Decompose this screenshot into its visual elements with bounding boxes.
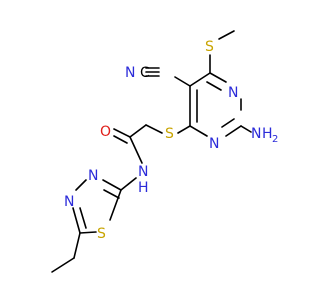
bond-ring-c6-n1-double: [206, 81, 222, 91]
bond-co-nh: [129, 136, 143, 164]
atom-amide-n: N: [138, 164, 148, 180]
bond-c-o-double: [113, 135, 128, 144]
atom-carbonyl-o: O: [100, 124, 111, 140]
bond-t-s-c2: [109, 189, 122, 221]
bond-c2-nh2: [240, 125, 252, 133]
atom-amide-h: H: [138, 180, 149, 196]
atom-amino-h: H: [262, 126, 273, 142]
bond-t-c2-n3-double: [103, 189, 120, 199]
atom-methylthio-s: S: [205, 39, 214, 55]
bond-t-n4-c5: [72, 207, 81, 234]
bond-ring-c5-c6: [189, 72, 211, 87]
bond-ring-c6-n1: [209, 72, 227, 83]
bond-nh-c2t: [120, 177, 137, 191]
bond-c-o: [113, 128, 131, 138]
bond-ring-c2-n3-double: [221, 118, 235, 128]
atom-amino-h-count: 2: [272, 134, 278, 145]
atom-ring-n-bottom: N: [209, 136, 219, 152]
atom-amino-n: N: [251, 126, 261, 142]
structure-svg: C N S N N H 2 N S O N H N N S: [51, 30, 278, 273]
bond-ring-n3-c4: [189, 125, 208, 137]
atom-thiadiazole-n1: N: [88, 168, 98, 184]
atom-nitrile-n: N: [125, 65, 135, 81]
bond-t-n4-c5-double: [79, 207, 87, 229]
bond-ring-c2-n3: [225, 125, 242, 137]
molecule-diagram: C N S N N H 2 N S O N H N N S: [51, 30, 278, 273]
bond-s-ch2: [145, 124, 163, 134]
bond-ch2-co: [129, 124, 147, 138]
bond-c4-s: [177, 125, 191, 134]
atom-thiadiazole-n2: N: [64, 194, 74, 210]
bond-t-c2-n3: [102, 179, 122, 191]
bonds: [51, 30, 252, 273]
bond-ch2-ch3: [51, 257, 75, 273]
bond-c5-ch2: [73, 232, 81, 259]
atom-ring-n-top: N: [228, 85, 238, 101]
atom-labels: C N S N N H 2 N S O N H N N S: [64, 39, 278, 242]
bond-t-c5-s: [79, 231, 97, 234]
atom-thiadiazole-s: S: [97, 226, 106, 242]
atom-thioether-s: S: [165, 126, 174, 142]
atom-nitrile-c: C: [140, 65, 150, 81]
bond-c5-cn: [174, 76, 191, 87]
bond-t-n3-n4: [75, 179, 87, 191]
bond-s-ch3: [218, 30, 235, 40]
